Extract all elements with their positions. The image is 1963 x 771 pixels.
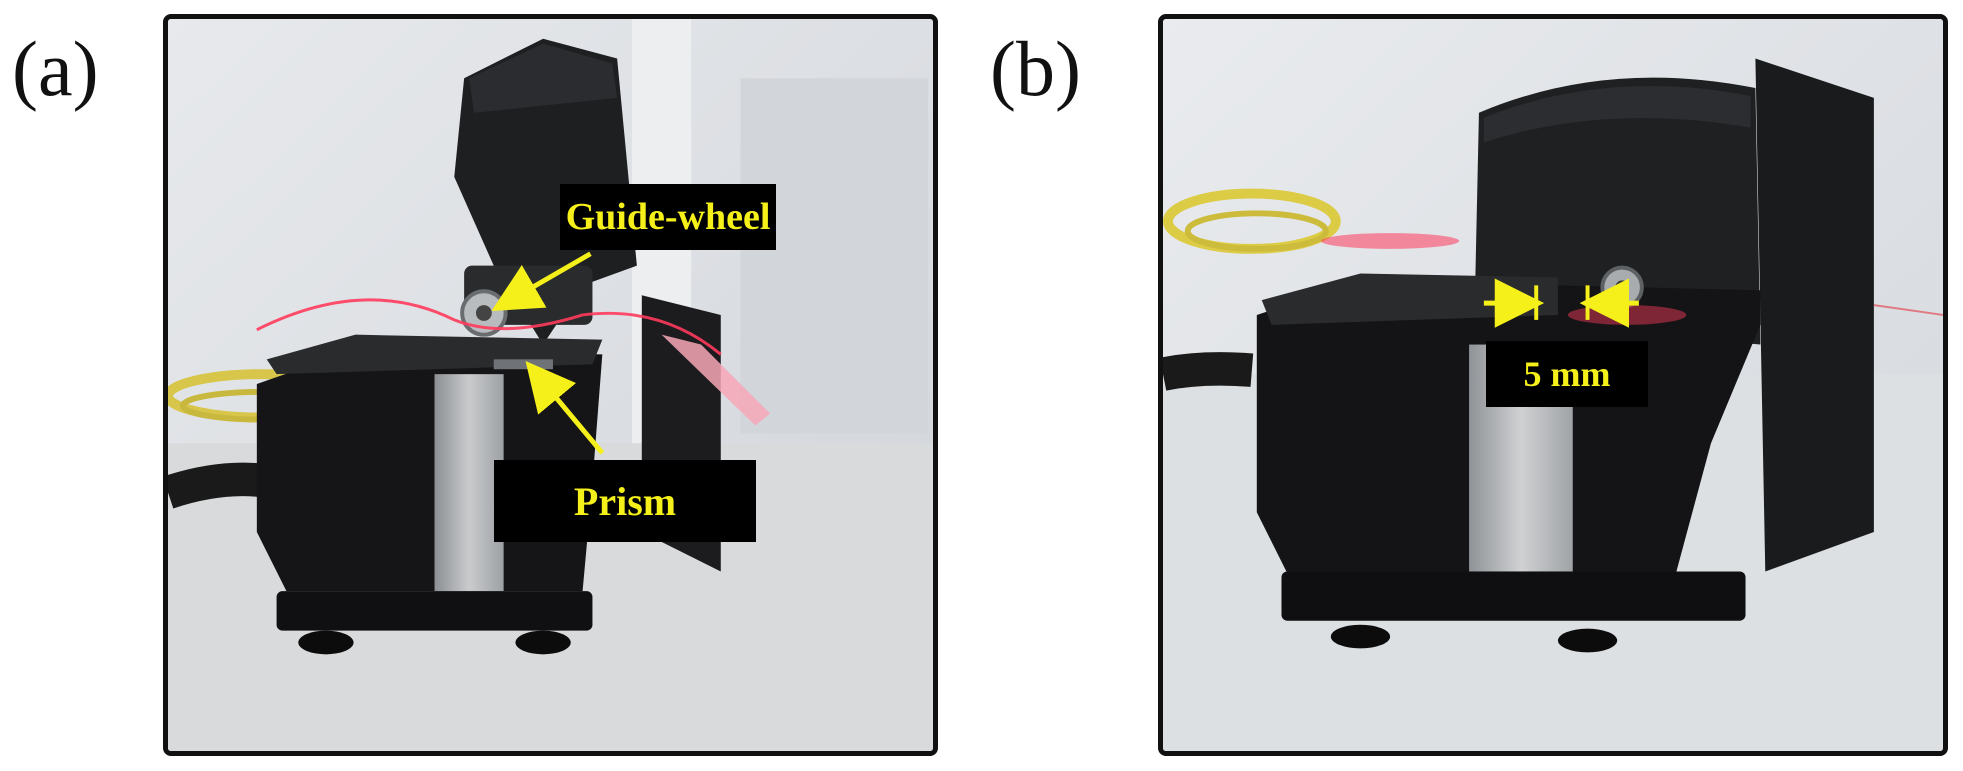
background-spool — [740, 78, 929, 434]
panel-a-photo: Guide-wheel Prism — [163, 14, 938, 756]
foot-left — [298, 630, 354, 655]
guide-wheel-callout: Guide-wheel — [560, 184, 776, 250]
lid-highlight — [469, 43, 618, 113]
panel-a-scene — [168, 19, 933, 751]
foot-plate — [276, 591, 593, 631]
thin-fiber — [1873, 304, 1943, 316]
dimension-callout: 5 mm — [1486, 341, 1648, 407]
foot-right — [515, 630, 571, 655]
black-cable — [1163, 352, 1254, 391]
base-top — [1261, 273, 1558, 325]
laser-fiber — [256, 298, 722, 356]
yellow-fiber-coil-inner — [1184, 210, 1329, 252]
guide-wheel-hub — [475, 305, 492, 321]
panel-b-photo: 5 mm — [1158, 14, 1948, 756]
foot-left — [1330, 624, 1391, 649]
guide-wheel-hub — [1615, 280, 1630, 295]
side-housing — [1755, 58, 1874, 572]
panel-b-label: (b) — [990, 25, 1081, 112]
prism — [493, 359, 553, 370]
prism-callout: Prism — [494, 460, 756, 542]
laser-glow — [1320, 233, 1460, 249]
laser-glow-2 — [1567, 305, 1687, 325]
lid-highlight — [1483, 86, 1751, 143]
foot-right — [1557, 628, 1618, 653]
pink-ferrule — [661, 334, 771, 426]
base-metal-plate — [434, 374, 504, 592]
panel-a-label: (a) — [12, 25, 99, 112]
foot-plate — [1281, 571, 1746, 621]
